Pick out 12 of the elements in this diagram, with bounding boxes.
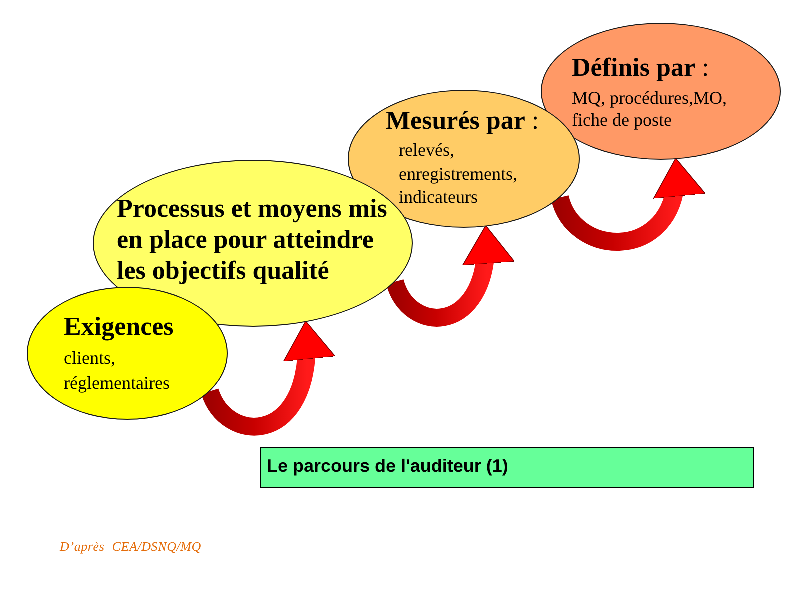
ellipse-text: relevés, enregistrements, indicateurs: [399, 139, 518, 209]
ellipse-text: clients, réglementaires: [64, 347, 171, 395]
ellipse-heading: Définis par :: [572, 53, 710, 83]
curved-arrow: [552, 158, 703, 251]
source-note: D’après CEA/DSNQ/MQ: [60, 539, 202, 555]
ellipse-text: MQ, procédures,MO, fiche de poste: [572, 87, 728, 131]
ellipse-heading: Exigences: [64, 312, 174, 342]
title-banner: [260, 447, 754, 488]
curved-arrow: [202, 320, 334, 436]
curved-arrow: [386, 225, 513, 327]
ellipse-heading: Mesurés par :: [386, 106, 540, 136]
banner-text: Le parcours de l'auditeur (1): [267, 455, 508, 477]
